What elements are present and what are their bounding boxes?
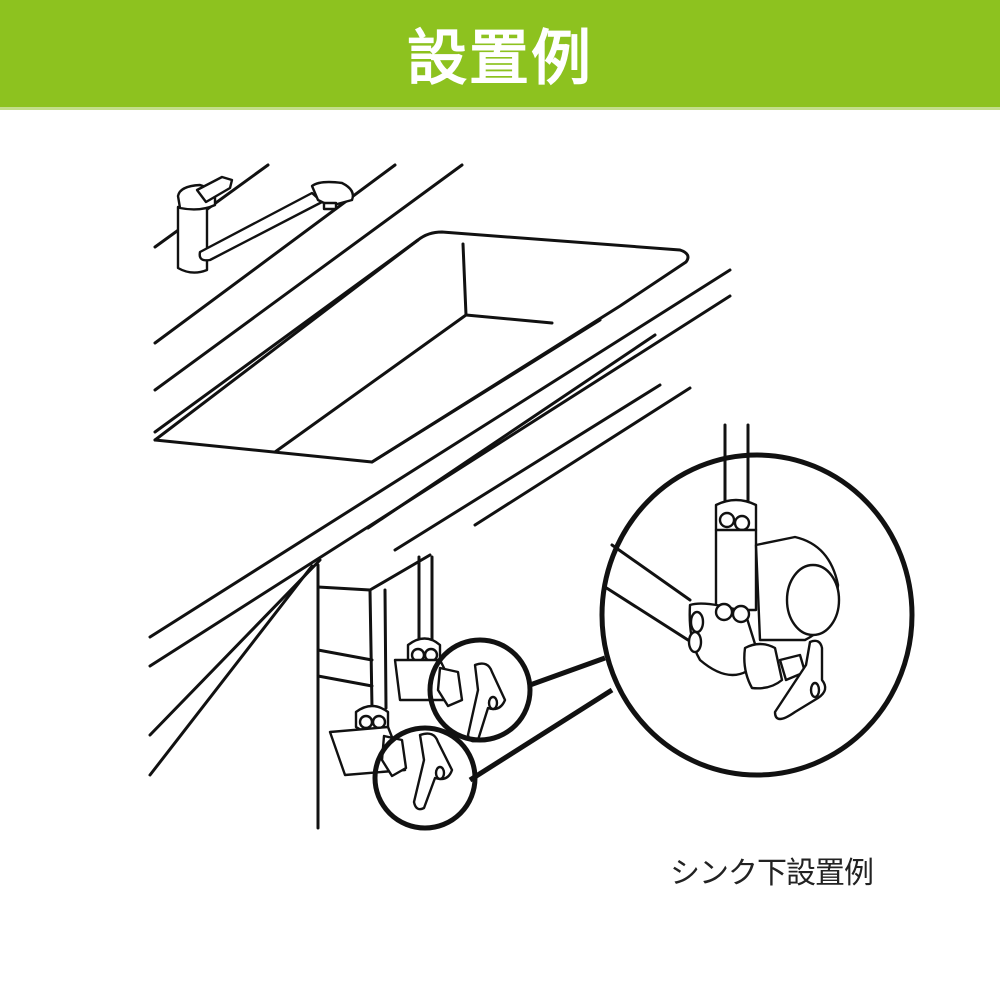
stop-valve-upper: [393, 637, 507, 743]
header-divider: [0, 107, 1000, 110]
supply-pipes: [368, 555, 434, 710]
sink-basin: [153, 230, 690, 464]
faucet: [176, 175, 355, 274]
diagram-caption: シンク下設置例: [670, 856, 874, 891]
page-title: 設置例: [407, 24, 593, 94]
stop-valve-lower: [328, 704, 454, 811]
callout-circle-upper: [427, 637, 533, 743]
magnified-valve-callout: [599, 423, 915, 778]
header-banner: 設置例: [0, 0, 1000, 107]
